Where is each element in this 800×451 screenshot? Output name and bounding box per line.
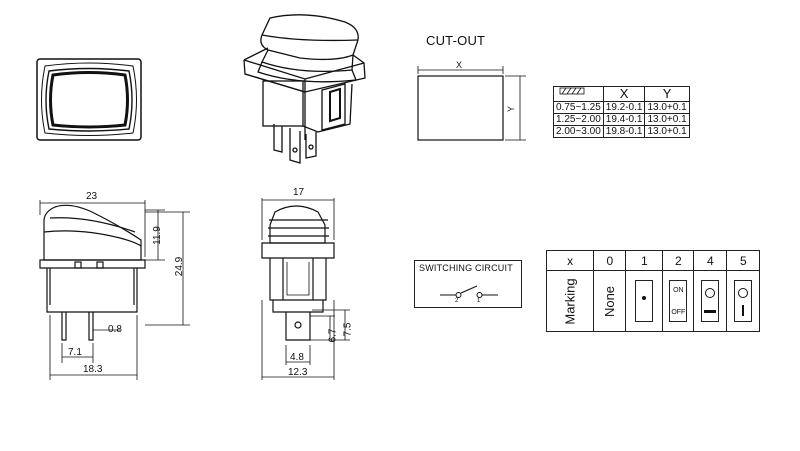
rocker-on-off-icon: ON OFF xyxy=(669,280,688,322)
dim-pin-length: 6.7 xyxy=(327,328,339,343)
x-row-header: x xyxy=(545,250,595,271)
perspective-view xyxy=(243,14,366,164)
x-cell: 19.2-0.1 xyxy=(602,101,646,114)
terminal-2-label: 2 xyxy=(455,298,459,304)
dim-width: 23 xyxy=(86,191,98,202)
y-cell: 13.0+0.1 xyxy=(644,125,690,138)
circuit-symbol xyxy=(440,285,498,298)
code-1: 1 xyxy=(625,250,664,271)
dim-height-upper: 11.9 xyxy=(151,226,163,245)
terminal-1-label: 1 xyxy=(477,298,481,304)
thickness-cell: 2.00~3.00 xyxy=(553,125,604,138)
thickness-cell: 1.25~2.00 xyxy=(553,113,604,126)
dim-pin-spacing: 7.1 xyxy=(68,347,82,358)
cutout-y-label: Y xyxy=(506,105,517,113)
switching-circuit-title: SWITCHING CIRCUIT xyxy=(419,263,513,273)
dim-side-width: 17 xyxy=(293,187,305,198)
marking-circle-bar-cell xyxy=(693,270,728,332)
code-0: 0 xyxy=(593,250,627,271)
x-header: X xyxy=(602,86,646,102)
x-cell: 19.8-0.1 xyxy=(602,125,646,138)
switching-circuit-box xyxy=(414,260,522,308)
marking-none-cell: None xyxy=(593,270,627,332)
x-cell: 19.4-0.1 xyxy=(602,113,646,126)
code-2: 2 xyxy=(662,250,695,271)
table-row: 2.00~3.00 19.8-0.1 13.0+0.1 xyxy=(553,125,690,138)
cutout-title: CUT-OUT xyxy=(426,33,486,48)
side-view-right xyxy=(261,198,350,380)
marking-label-cell: Marking xyxy=(545,270,595,332)
rocker-circle-bar-icon xyxy=(701,280,720,322)
rocker-dot-icon xyxy=(635,280,654,322)
side-view-left xyxy=(39,200,190,380)
rocker-circle-line-icon xyxy=(734,280,753,322)
marking-circle-line-cell xyxy=(726,270,761,332)
on-text: ON xyxy=(673,287,684,294)
marking-dot-cell xyxy=(625,270,664,332)
table-row: 0.75~1.25 19.2-0.1 13.0+0.1 xyxy=(553,101,690,114)
off-text: OFF xyxy=(671,309,686,316)
y-header: Y xyxy=(644,86,690,102)
dim-pin-thickness: 0.8 xyxy=(108,324,122,335)
dim-side-base: 12.3 xyxy=(288,367,308,378)
cutout-drawing xyxy=(417,66,526,141)
y-cell: 13.0+0.1 xyxy=(644,101,690,114)
cutout-x-label: X xyxy=(456,60,463,70)
marking-table: x 0 1 2 4 5 Marking None ON OFF xyxy=(545,250,761,332)
code-5: 5 xyxy=(726,250,761,271)
table-row: 1.25~2.00 19.4-0.1 13.0+0.1 xyxy=(553,113,690,126)
dim-pin-width: 4.8 xyxy=(290,352,304,363)
thickness-header xyxy=(553,86,604,102)
y-cell: 13.0+0.1 xyxy=(644,113,690,126)
dim-pin-length-total: 7.5 xyxy=(342,322,354,337)
code-4: 4 xyxy=(693,250,728,271)
dim-height-total: 24.9 xyxy=(174,256,186,277)
cutout-table: X Y 0.75~1.25 19.2-0.1 13.0+0.1 1.25~2.0… xyxy=(553,86,690,138)
marking-onoff-cell: ON OFF xyxy=(662,270,695,332)
dim-base-width: 18.3 xyxy=(83,364,103,375)
marking-label: Marking xyxy=(562,277,578,325)
marking-none: None xyxy=(602,285,618,317)
front-view xyxy=(36,58,142,141)
thickness-cell: 0.75~1.25 xyxy=(553,101,604,114)
